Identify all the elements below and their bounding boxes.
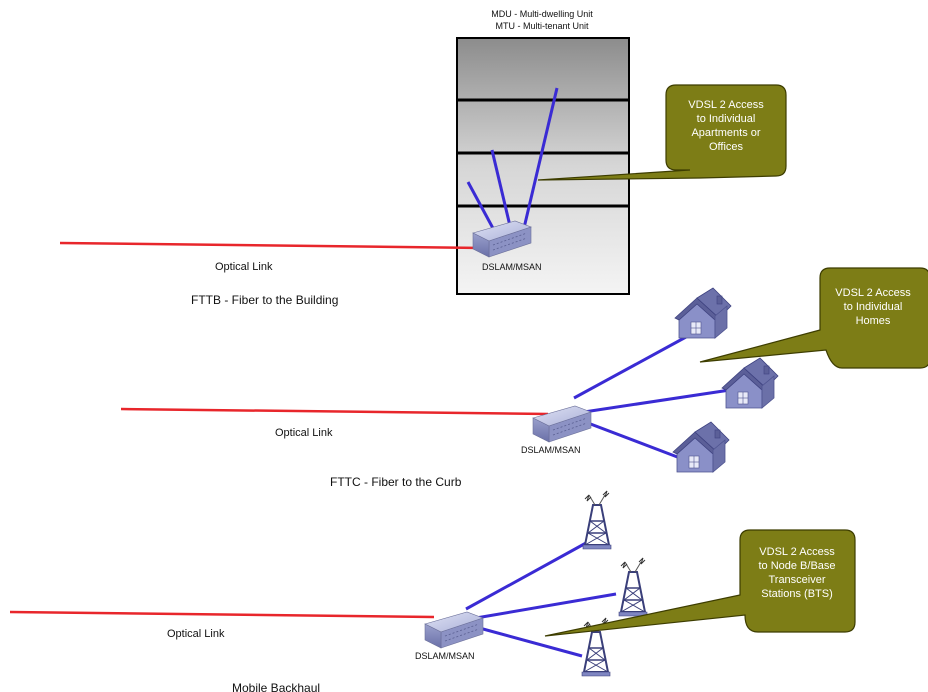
house-icon — [721, 357, 779, 409]
fttc-link-label: Optical Link — [275, 427, 333, 439]
building-header-mdu: MDU - Multi-dwelling Unit — [491, 9, 593, 19]
fttb-callout-line2: to Individual — [697, 113, 756, 125]
fttc-callout-line1: VDSL 2 Access — [835, 287, 911, 299]
fttb-device-label: DSLAM/MSAN — [482, 262, 542, 272]
fttc-dslam-device — [532, 405, 592, 443]
backhaul-callout-line1: VDSL 2 Access — [759, 546, 835, 558]
fttc-callout-line3: Homes — [856, 315, 891, 327]
fttb-callout-line3: Apartments or — [691, 127, 760, 139]
fttb-callout: VDSL 2 Access to Individual Apartments o… — [537, 84, 787, 181]
fttc-callout: VDSL 2 Access to Individual Homes — [699, 267, 928, 369]
backhaul-callout-line2: to Node B/Base — [758, 560, 835, 572]
fttc-device-label: DSLAM/MSAN — [521, 445, 581, 455]
fttb-callout-line4: Offices — [709, 141, 744, 153]
cell-tower-icon — [618, 557, 648, 617]
fttc-caption: FTTC - Fiber to the Curb — [330, 475, 462, 489]
fttc-copper-links — [573, 335, 731, 460]
fttb-callout-line1: VDSL 2 Access — [688, 99, 764, 111]
backhaul-optical-link — [9, 610, 435, 619]
building-header-mtu: MTU - Multi-tenant Unit — [495, 21, 589, 31]
house-icon — [674, 287, 732, 339]
fttb-optical-link — [59, 241, 485, 250]
backhaul-copper-links — [465, 541, 617, 658]
fttb-caption: FTTB - Fiber to the Building — [191, 293, 338, 307]
fttc-optical-link — [120, 407, 549, 416]
backhaul-link-label: Optical Link — [167, 628, 225, 640]
building-outline — [456, 37, 630, 295]
backhaul-caption: Mobile Backhaul — [232, 681, 320, 692]
backhaul-device-label: DSLAM/MSAN — [415, 651, 475, 661]
fttb-copper-links — [466, 87, 559, 233]
cell-tower-icon — [582, 490, 612, 550]
backhaul-callout-line4: Stations (BTS) — [761, 588, 833, 600]
fttc-callout-line2: to Individual — [844, 301, 903, 313]
backhaul-callout-line3: Transceiver — [768, 574, 825, 586]
building-mdu — [456, 37, 630, 295]
fttb-link-label: Optical Link — [215, 261, 273, 273]
backhaul-callout: VDSL 2 Access to Node B/Base Transceiver… — [544, 529, 856, 637]
house-icon — [672, 421, 730, 473]
